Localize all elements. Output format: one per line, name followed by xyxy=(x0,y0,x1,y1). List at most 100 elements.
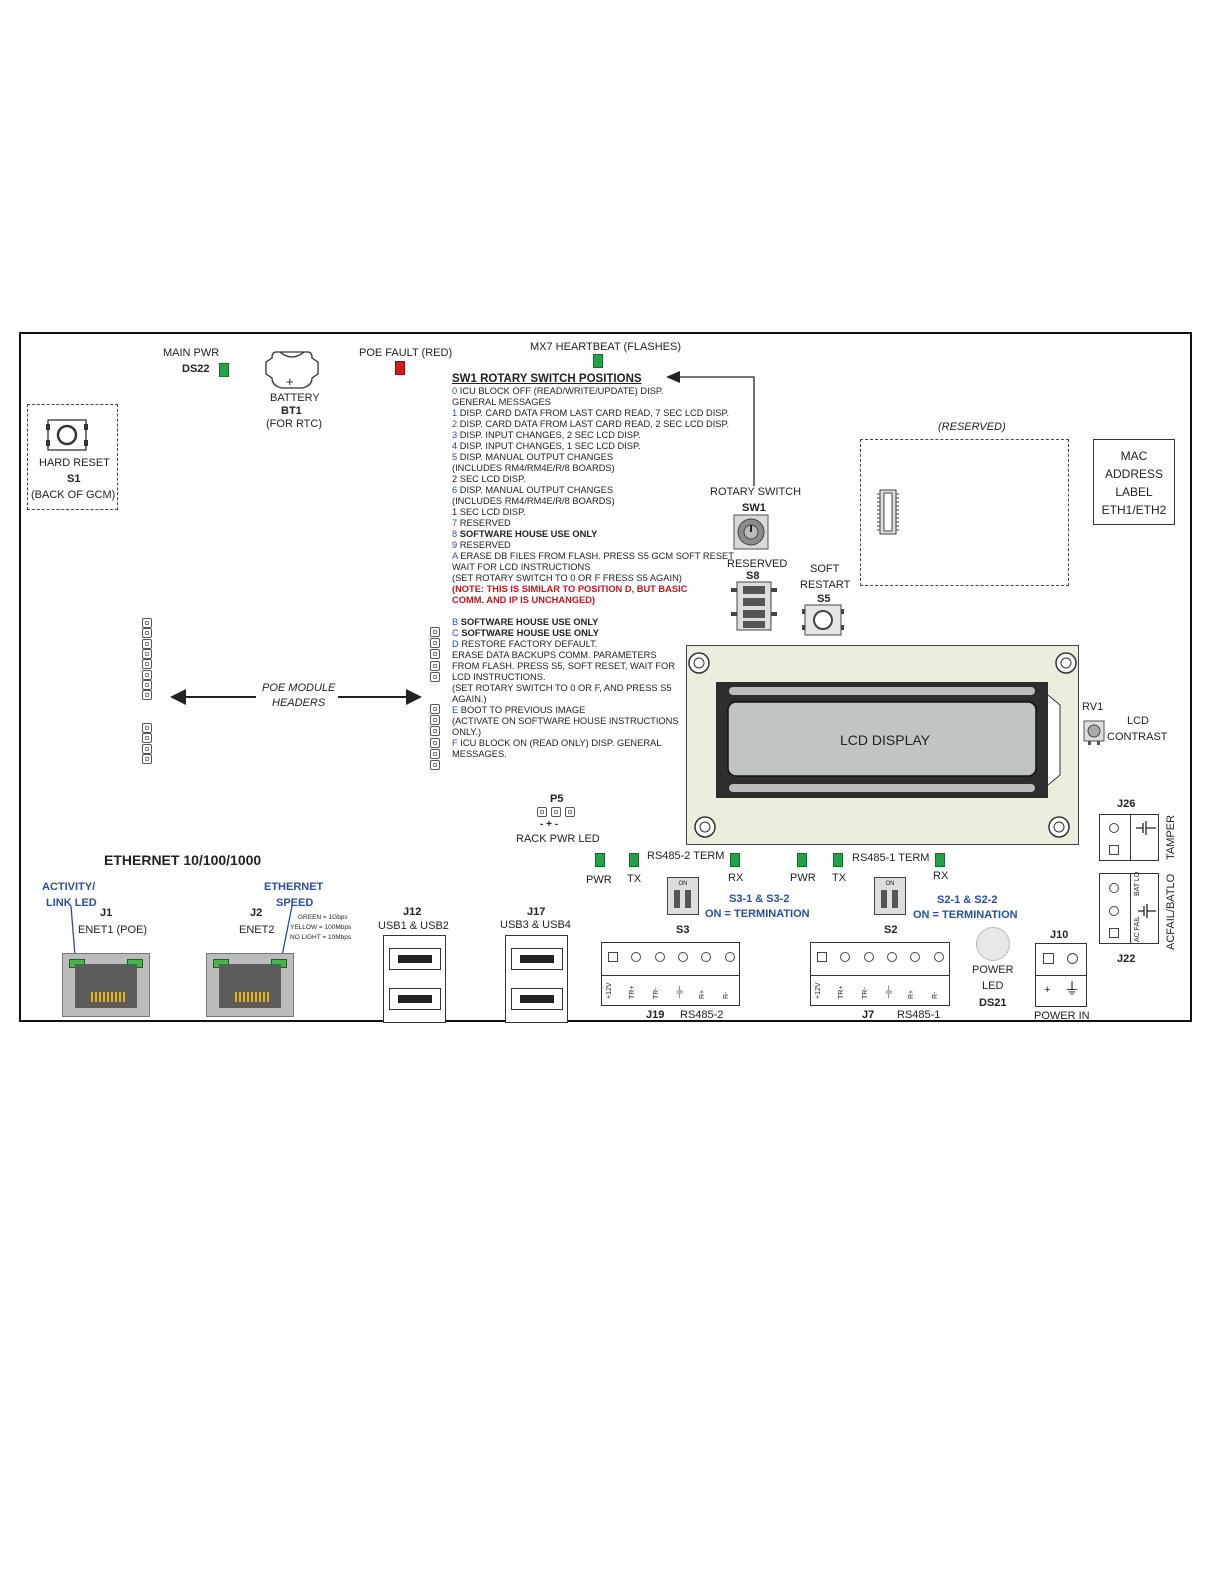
terminal-screw xyxy=(817,952,827,962)
j2-contacts xyxy=(235,992,269,1002)
sw1-position-line: (NOTE: THIS IS SIMILAR TO POSITION D, BU… xyxy=(452,584,742,595)
s3-ref: S3 xyxy=(676,924,690,936)
sw1-position-line: 2 DISP. CARD DATA FROM LAST CARD READ, 2… xyxy=(452,419,742,430)
j22-round-pin xyxy=(1109,906,1119,916)
usb1-port[interactable] xyxy=(389,948,441,970)
j1-ethernet-port[interactable] xyxy=(62,953,150,1017)
terminal-pin-label: +12V xyxy=(815,982,822,999)
j10-round-pin xyxy=(1067,953,1078,964)
header-pin xyxy=(142,618,152,628)
sw1-position-text: SOFTWARE HOUSE USE ONLY xyxy=(461,628,599,638)
sw1-position-line: COMM. AND IP IS UNCHANGED) xyxy=(452,595,742,606)
battery-label: BATTERY xyxy=(270,392,320,404)
reserved-area-label: (RESERVED) xyxy=(938,421,1006,433)
sw1-position-line: C SOFTWARE HOUSE USE ONLY xyxy=(452,628,742,639)
rv1-potentiometer-icon[interactable] xyxy=(1082,719,1106,745)
s2-toggle[interactable] xyxy=(892,890,898,908)
header-pin xyxy=(142,628,152,639)
sw1-position-key: 2 xyxy=(452,419,458,429)
sw1-position-line: B SOFTWARE HOUSE USE ONLY xyxy=(452,617,742,628)
terminal-screw xyxy=(654,952,665,962)
usb1-slot xyxy=(398,955,432,963)
sw1-position-line: A ERASE DB FILES FROM FLASH. PRESS S5 GC… xyxy=(452,551,742,562)
s2-toggle[interactable] xyxy=(881,890,887,908)
sw1-position-line: 7 RESERVED xyxy=(452,518,742,529)
s2-dip-switch[interactable]: ON xyxy=(874,877,906,915)
soft-restart-ref: S5 xyxy=(817,593,831,605)
power-led-label-2: LED xyxy=(982,980,1004,992)
power-led-label-1: POWER xyxy=(972,964,1014,976)
j22-square-pin xyxy=(1109,928,1119,938)
s3-toggle[interactable] xyxy=(674,890,680,908)
sw1-position-text: DISP. CARD DATA FROM LAST CARD READ, 7 S… xyxy=(459,408,730,418)
battery-ref: BT1 xyxy=(281,405,302,417)
sw1-position-line: ONLY.) xyxy=(452,727,742,738)
rv1-label-2: CONTRAST xyxy=(1107,731,1168,743)
sw1-position-text: RESERVED xyxy=(459,540,511,550)
reserved-s8-ref: S8 xyxy=(746,570,760,582)
j2-annotation-1: ETHERNET xyxy=(264,881,324,893)
j19-label: RS485-2 xyxy=(680,1009,724,1021)
usb3-port[interactable] xyxy=(511,948,563,970)
terminal-screw xyxy=(608,952,618,962)
terminal-screw xyxy=(886,952,897,962)
sw1-position-key: E xyxy=(452,705,459,715)
mac-label-line: MAC xyxy=(1120,449,1148,463)
sw1-position-key: F xyxy=(452,738,458,748)
rs485-1-tx-label: TX xyxy=(832,872,847,884)
terminal-pin-label: ⊣|⊢ xyxy=(676,984,684,999)
sw1-position-key: 6 xyxy=(452,485,458,495)
usb2-port[interactable] xyxy=(389,988,441,1010)
rs485-1-pwr-led xyxy=(797,853,807,867)
j26-round-pin xyxy=(1109,823,1119,833)
sw1-position-key: 9 xyxy=(452,540,458,550)
s3-dip-switch[interactable]: ON xyxy=(667,877,699,915)
mac-label-text: MAC ADDRESS LABEL ETH1/ETH2 xyxy=(1093,447,1175,519)
j22-terminal: BAT LO AC FAIL xyxy=(1099,872,1159,944)
sw1-position-key: A xyxy=(452,551,458,561)
rotary-switch-ref: SW1 xyxy=(742,502,766,514)
j1-ref: J1 xyxy=(100,907,113,919)
j10-plus: + xyxy=(1044,984,1051,996)
j2-ethernet-port[interactable] xyxy=(206,953,294,1017)
sw1-position-text: 2 SEC LCD DISP. xyxy=(452,474,526,484)
poe-fault-label: POE FAULT (RED) xyxy=(359,347,453,359)
hard-reset-button-icon[interactable] xyxy=(46,416,88,454)
j1-annotation-2: LINK LED xyxy=(46,897,97,909)
dip-switch-s8-icon[interactable] xyxy=(731,580,777,632)
j17-label: USB3 & USB4 xyxy=(500,919,571,931)
sw1-position-text: (SET ROTARY SWITCH TO 0 OR F FRESS S5 AG… xyxy=(452,573,682,583)
sw1-position-text: GENERAL MESSAGES xyxy=(452,397,551,407)
rs485-1-pwr-label: PWR xyxy=(790,872,816,884)
rv1-label-1: LCD xyxy=(1127,715,1150,727)
soft-restart-button-icon[interactable] xyxy=(802,603,844,637)
usb4-port[interactable] xyxy=(511,988,563,1010)
header-pin xyxy=(142,753,152,764)
p5-pins-label: - + - xyxy=(540,819,559,830)
s3-toggle[interactable] xyxy=(685,890,691,908)
j26-divider xyxy=(1130,815,1131,860)
terminal-pin-label: +12V xyxy=(606,982,613,999)
s3-note-2: ON = TERMINATION xyxy=(705,908,810,920)
j7-ref: J7 xyxy=(862,1009,875,1021)
terminal-pin-label: R- xyxy=(931,991,939,999)
header-pin xyxy=(142,669,152,680)
sw1-position-text: ICU BLOCK OFF (READ/WRITE/UPDATE) DISP. xyxy=(459,386,664,396)
j12-ref: J12 xyxy=(403,906,422,918)
mac-label-line: ETH1/ETH2 xyxy=(1101,503,1167,517)
sw1-positions-title: SW1 ROTARY SWITCH POSITIONS xyxy=(452,373,642,385)
sw1-position-key: 5 xyxy=(452,452,458,462)
sw1-position-line: D RESTORE FACTORY DEFAULT. xyxy=(452,639,742,650)
sw1-position-text: (INCLUDES RM4/RM4E/R/8 BOARDS) xyxy=(452,463,615,473)
sw1-position-line: F ICU BLOCK ON (READ ONLY) DISP. GENERAL xyxy=(452,738,742,749)
power-led-ref: DS21 xyxy=(979,997,1007,1009)
terminal-pin-label: R+ xyxy=(699,989,707,999)
header-pin xyxy=(430,737,440,748)
sw1-position-text: WAIT FOR LCD INSTRUCTIONS xyxy=(452,562,591,572)
j2-ref: J2 xyxy=(250,907,263,919)
terminal-screw xyxy=(933,952,944,962)
sw1-position-text: RESERVED xyxy=(459,518,511,528)
sw1-position-text: RESTORE FACTORY DEFAULT. xyxy=(461,639,598,649)
sw1-position-line: MESSAGES. xyxy=(452,749,742,760)
rotary-switch-icon[interactable] xyxy=(733,514,769,550)
